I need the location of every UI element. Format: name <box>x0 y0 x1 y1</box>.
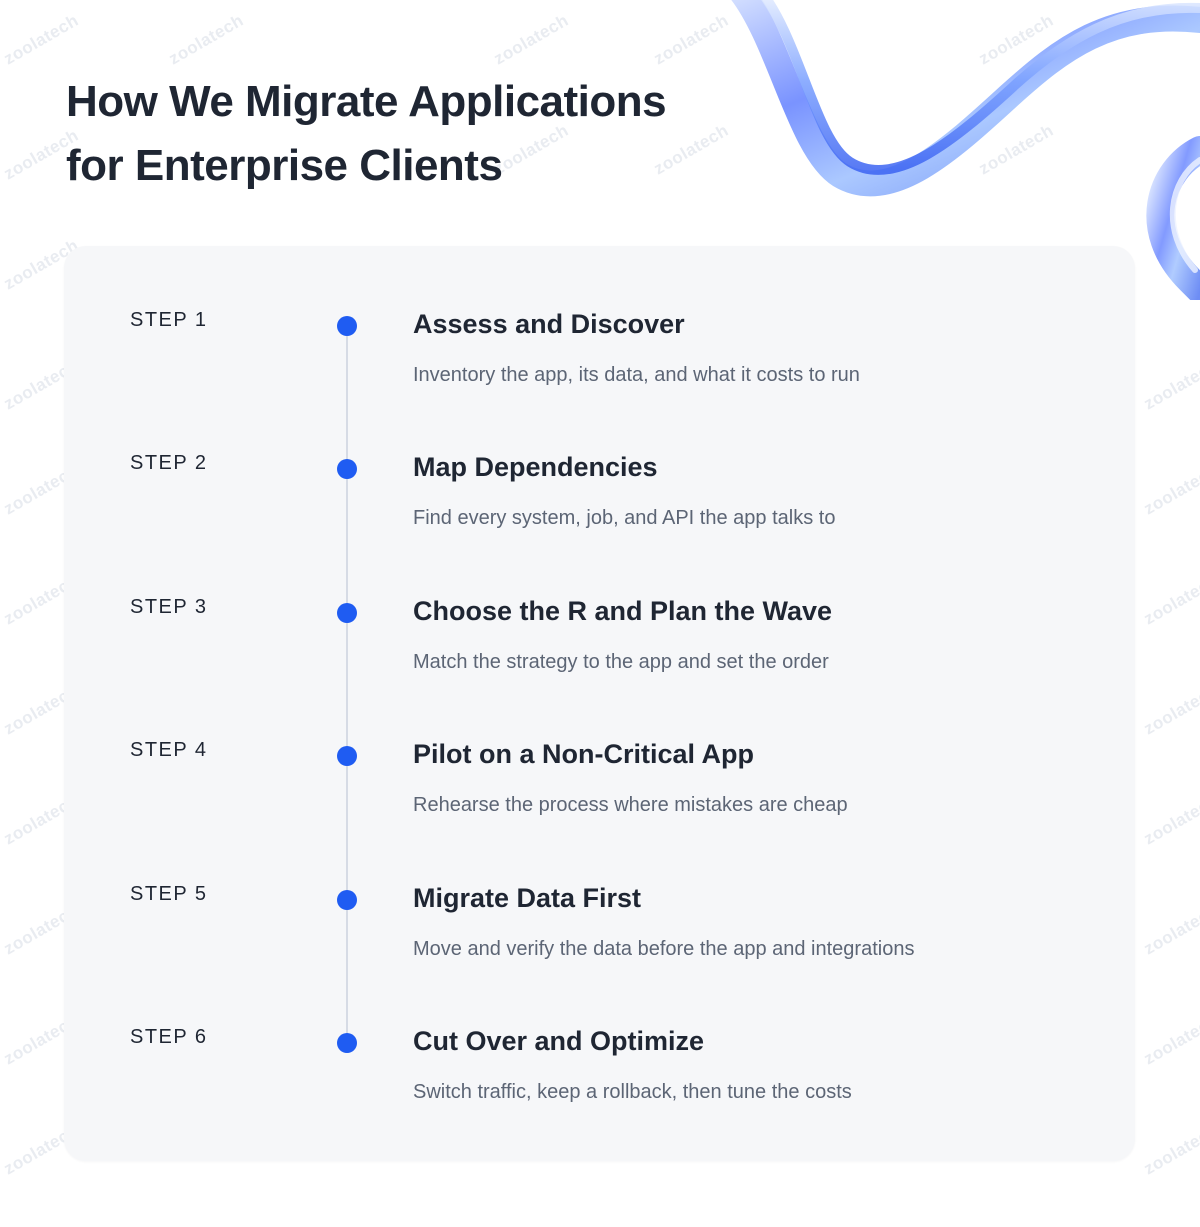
step-description: Rehearse the process where mistakes are … <box>413 794 848 816</box>
watermark-text: zoolatech <box>165 10 247 69</box>
step-item: STEP 4 Pilot on a Non-Critical App Rehea… <box>64 676 1135 816</box>
watermark-text: zoolatech <box>1140 900 1200 959</box>
timeline-dot <box>337 603 357 623</box>
step-title: Migrate Data First <box>413 883 642 913</box>
timeline-dot <box>337 316 357 336</box>
page-title-line-1: How We Migrate Applications <box>66 77 667 126</box>
step-label: STEP 5 <box>130 883 208 905</box>
step-description: Move and verify the data before the app … <box>413 938 915 960</box>
watermark-text: zoolatech <box>1140 680 1200 739</box>
step-label: STEP 1 <box>130 309 208 331</box>
step-label: STEP 2 <box>130 452 208 474</box>
step-title: Assess and Discover <box>413 309 685 339</box>
step-item: STEP 3 Choose the R and Plan the Wave Ma… <box>64 533 1135 673</box>
step-item: STEP 1 Assess and Discover Inventory the… <box>64 246 1135 386</box>
step-description: Match the strategy to the app and set th… <box>413 651 829 673</box>
timeline-dot <box>337 746 357 766</box>
step-description: Inventory the app, its data, and what it… <box>413 364 860 386</box>
timeline-line <box>346 326 348 1044</box>
step-description: Switch traffic, keep a rollback, then tu… <box>413 1081 852 1103</box>
step-title: Choose the R and Plan the Wave <box>413 596 833 626</box>
watermark-text: zoolatech <box>1140 1010 1200 1069</box>
step-item: STEP 2 Map Dependencies Find every syste… <box>64 389 1135 529</box>
decorative-ribbon-graphic <box>731 0 1200 300</box>
step-label: STEP 6 <box>130 1026 208 1048</box>
step-description: Find every system, job, and API the app … <box>413 507 836 529</box>
watermark-text: zoolatech <box>1140 1120 1200 1179</box>
watermark-text: zoolatech <box>1140 460 1200 519</box>
timeline-dot <box>337 890 357 910</box>
page-title: How We Migrate Applications for Enterpri… <box>66 70 766 198</box>
step-item: STEP 5 Migrate Data First Move and verif… <box>64 820 1135 960</box>
step-item: STEP 6 Cut Over and Optimize Switch traf… <box>64 963 1135 1103</box>
step-title: Pilot on a Non-Critical App <box>413 739 754 769</box>
watermark-text: zoolatech <box>1140 570 1200 629</box>
steps-card: STEP 1 Assess and Discover Inventory the… <box>64 246 1135 1161</box>
step-title: Map Dependencies <box>413 452 658 482</box>
watermark-text: zoolatech <box>0 10 82 69</box>
watermark-text: zoolatech <box>490 10 572 69</box>
watermark-text: zoolatech <box>1140 790 1200 849</box>
step-label: STEP 3 <box>130 596 208 618</box>
step-label: STEP 4 <box>130 739 208 761</box>
timeline-dot <box>337 459 357 479</box>
page-title-line-2: for Enterprise Clients <box>66 141 503 190</box>
timeline-dot <box>337 1033 357 1053</box>
watermark-text: zoolatech <box>1140 355 1200 414</box>
step-title: Cut Over and Optimize <box>413 1026 705 1056</box>
